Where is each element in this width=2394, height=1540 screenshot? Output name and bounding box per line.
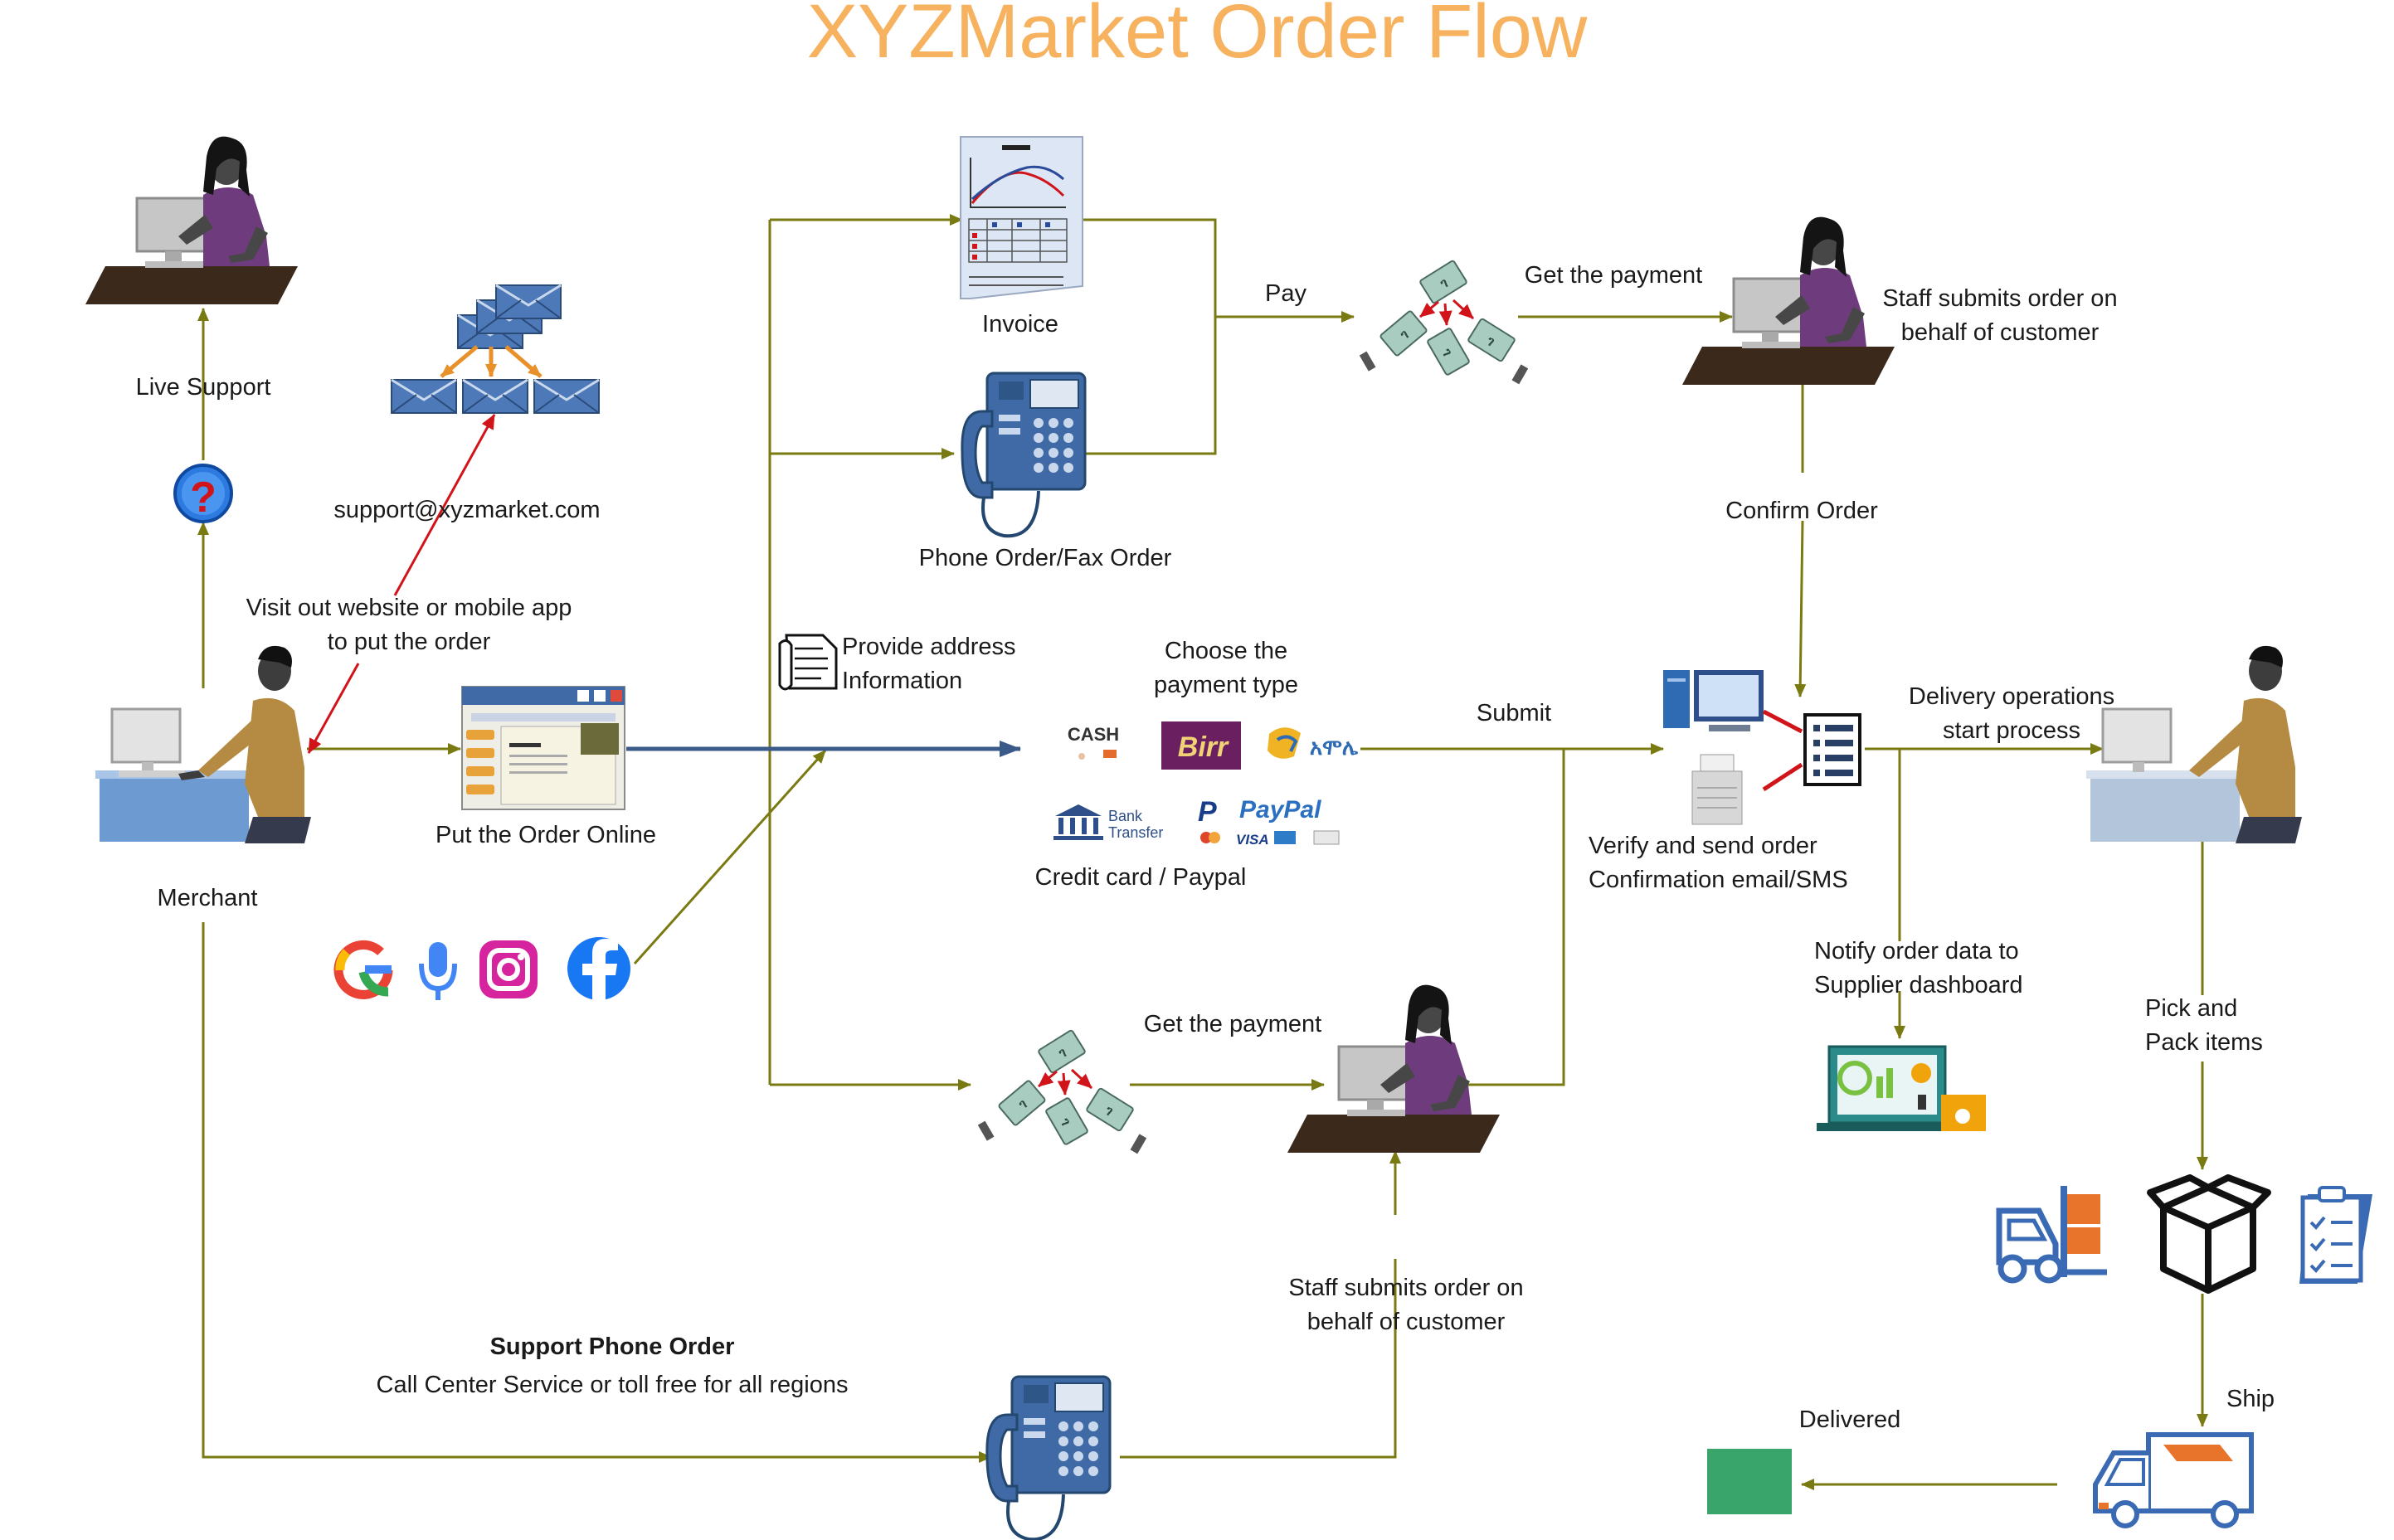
svg-text:Birr: Birr	[1178, 731, 1229, 763]
instagram-icon	[479, 940, 538, 998]
facebook-icon	[567, 937, 630, 1000]
list-icon	[1762, 709, 1861, 792]
label-credit-card-paypal: Credit card / Paypal	[1034, 864, 1247, 891]
computer-server-icon	[1663, 670, 1764, 825]
svg-text:Bank: Bank	[1108, 808, 1143, 824]
label-provide-address: Provide address Information	[842, 634, 1016, 695]
svg-text:?: ?	[190, 474, 217, 522]
label-submit: Submit	[1476, 700, 1552, 726]
amole-logo: አሞሌ	[1268, 727, 1359, 760]
document-icon	[778, 634, 838, 691]
browser-window-icon	[461, 686, 625, 810]
forklift-icon	[1996, 1186, 2107, 1284]
label-support-phone-desc: Call Center Service or toll free for all…	[376, 1372, 849, 1398]
help-icon: ?	[173, 464, 233, 523]
label-ship: Ship	[2226, 1386, 2275, 1412]
label-merchant: Merchant	[157, 885, 258, 911]
label-get-payment-bottom: Get the payment	[1143, 1011, 1322, 1037]
svg-text:አሞሌ: አሞሌ	[1310, 735, 1359, 760]
label-choose-payment: Choose the payment type	[1153, 638, 1299, 699]
connector-lines	[197, 214, 2208, 1490]
svg-text:PayPal: PayPal	[1239, 796, 1321, 823]
microphone-icon	[419, 942, 457, 1000]
truck-icon	[2093, 1432, 2254, 1528]
label-phone-fax-order: Phone Order/Fax Order	[918, 545, 1172, 571]
label-support-phone-title: Support Phone Order	[489, 1334, 735, 1360]
label-pick-pack: Pick and Pack items	[2145, 995, 2263, 1057]
label-visit-website: Visit out website or mobile app to put t…	[246, 595, 572, 656]
label-delivery-ops: Delivery operations start process	[1908, 683, 2115, 745]
clipboard-icon	[2299, 1186, 2372, 1284]
label-invoice: Invoice	[982, 311, 1058, 338]
delivered-indicator	[1707, 1449, 1792, 1514]
cbe-birr-logo: Birr	[1161, 721, 1241, 770]
invoice-icon	[960, 136, 1083, 299]
diagram-title: XYZMarket Order Flow	[806, 0, 1588, 74]
label-staff-submits-top: Staff submits order on behalf of custome…	[1882, 285, 2118, 347]
label-notify-supplier: Notify order data to Supplier dashboard	[1814, 938, 2023, 999]
google-icon	[333, 940, 393, 999]
email-icon	[390, 284, 601, 415]
money-transfer-icon	[978, 1030, 1146, 1154]
svg-text:Transfer: Transfer	[1108, 824, 1163, 841]
person-computer-icon	[84, 135, 299, 306]
telephone-icon	[985, 1375, 1112, 1540]
label-put-order-online: Put the Order Online	[435, 822, 656, 848]
paypal-logo: P PayPal VISA	[1198, 796, 1340, 848]
svg-text:P: P	[1198, 796, 1217, 828]
label-get-payment-top: Get the payment	[1524, 262, 1703, 289]
label-delivered: Delivered	[1798, 1406, 1901, 1433]
telephone-icon	[960, 372, 1087, 538]
label-pay: Pay	[1265, 280, 1306, 307]
svg-text:CASH: CASH	[1068, 724, 1119, 745]
label-staff-submits-bottom: Staff submits order on behalf of custome…	[1288, 1275, 1524, 1336]
label-support-email: support@xyzmarket.com	[333, 497, 601, 523]
label-confirm-order: Confirm Order	[1725, 498, 1878, 524]
dashboard-icon	[1817, 1045, 1986, 1131]
label-live-support: Live Support	[135, 374, 271, 401]
bank-transfer-logo: Bank Transfer	[1053, 804, 1163, 841]
box-icon	[2147, 1174, 2271, 1294]
svg-text:VISA: VISA	[1236, 832, 1269, 848]
cash-logo: CASH	[1068, 724, 1119, 760]
label-verify-send: Verify and send order Confirmation email…	[1589, 833, 1848, 894]
